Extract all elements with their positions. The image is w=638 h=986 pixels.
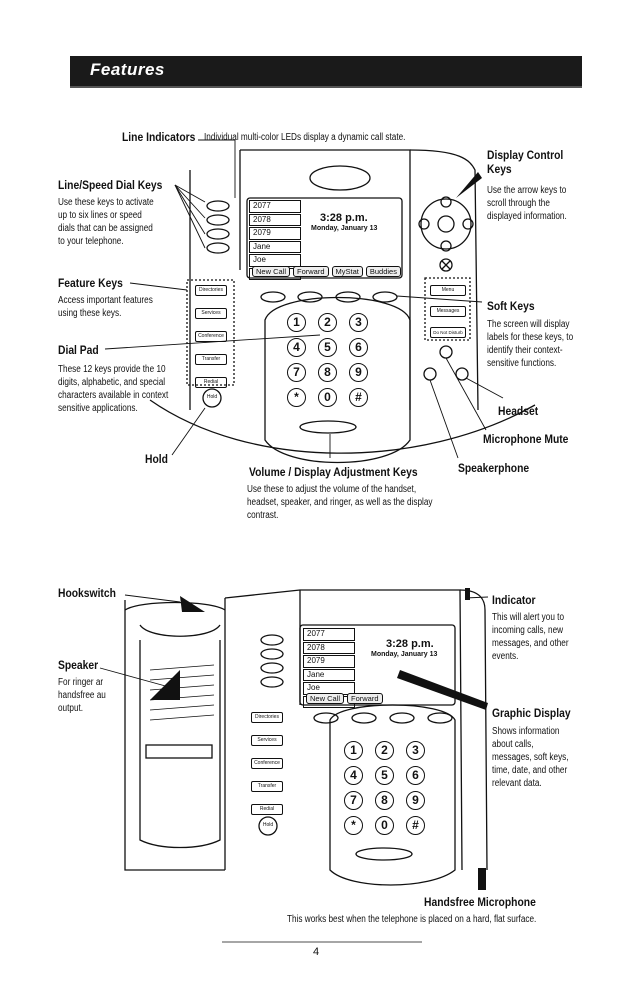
softkey-label: Forward [347,693,383,704]
dial-key: 8 [375,791,394,810]
line-entry: 2078 [303,641,355,654]
label-microphone-mute: Microphone Mute [483,432,569,446]
bottom-feature-keys: Directories Services Conference Transfer… [251,712,283,815]
label-dial-pad: Dial Pad [58,343,99,357]
dial-key: 4 [344,766,363,785]
line-entry: Joe [249,254,301,267]
label-speaker: Speaker [58,658,99,672]
label-soft-keys: Soft Keys [487,299,535,313]
dial-key: 6 [406,766,425,785]
label-hold: Hold [145,452,168,466]
feature-key: Redial [195,377,227,388]
desc-handsfree-microphone: This works best when the telephone is pl… [287,914,537,925]
dial-key: 1 [344,741,363,760]
label-display-control-keys: Display Control Keys [487,148,564,176]
screen-time-bottom: 3:28 p.m. [386,638,434,650]
dial-key: # [349,388,368,407]
dial-key: 9 [349,363,368,382]
dial-key: 8 [318,363,337,382]
label-line-indicators: Line Indicators [122,130,196,144]
hold-key-label-bottom: Hold [262,822,274,828]
messages-key: Messages [430,306,466,317]
menu-key: Menu [430,285,466,296]
section-header: Features [70,56,582,86]
desc-volume-display-keys: Use these to adjust the volume of the ha… [247,484,433,521]
dnd-key: Do Not Disturb [430,327,466,338]
feature-key: Directories [195,285,227,296]
top-feature-keys: Directories Services Conference Transfer… [195,285,227,388]
desc-display-control-keys: Use the arrow keys to scroll through the… [487,185,567,222]
label-line-speed-dial-keys: Line/Speed Dial Keys [58,178,163,192]
dial-key: 7 [287,363,306,382]
desc-speaker-line3: output. [58,703,84,714]
feature-key: Conference [251,758,283,769]
dial-key: 9 [406,791,425,810]
dial-key: 6 [349,338,368,357]
desc-soft-keys: The screen will display labels for these… [487,319,574,369]
desc-feature-keys: Access important features using these ke… [58,295,153,319]
softkey-label: New Call [306,693,345,704]
bottom-softkey-labels: New Call Forward [306,693,383,704]
page-number: 4 [313,946,320,958]
screen-date-bottom: Monday, January 13 [371,651,438,658]
top-right-keys: Menu Messages Do Not Disturb [430,285,466,338]
feature-key: Conference [195,331,227,342]
desc-line-indicators: Individual multi-color LEDs display a dy… [204,132,406,143]
label-indicator: Indicator [492,593,536,607]
desc-line-speed-dial-keys: Use these keys to activate up to six lin… [58,197,154,247]
label-handsfree-microphone: Handsfree Microphone [424,895,536,909]
bottom-dialpad: 1 2 3 4 5 6 7 8 9 * 0 # [344,741,434,835]
dial-key: 3 [406,741,425,760]
desc-speaker-line1: For ringer ar [58,677,104,688]
softkey-label: MyStat [331,266,363,277]
dial-key: 0 [375,816,394,835]
feature-key: Services [195,308,227,319]
feature-key: Redial [251,804,283,815]
feature-key: Transfer [251,781,283,792]
dial-key: * [287,388,306,407]
dial-key: # [406,816,425,835]
dial-key: 5 [375,766,394,785]
softkey-label: New Call [252,266,291,277]
screen-time: 3:28 p.m. [320,212,368,224]
line-entry: Jane [249,240,301,253]
label-volume-display-keys: Volume / Display Adjustment Keys [249,465,418,479]
desc-indicator: This will alert you to incoming calls, n… [492,612,569,662]
feature-key: Transfer [195,354,227,365]
dial-key: 4 [287,338,306,357]
dial-key: 0 [318,388,337,407]
label-hookswitch: Hookswitch [58,586,116,600]
top-dialpad: 1 2 3 4 5 6 7 8 9 * 0 # [287,313,377,407]
feature-key: Directories [251,712,283,723]
dial-key: 1 [287,313,306,332]
line-entry: Jane [303,668,355,681]
desc-speaker-line2: handsfree au [58,690,106,701]
desc-dial-pad: These 12 keys provide the 10 digits, alp… [58,364,169,414]
softkey-label: Forward [293,266,329,277]
header-underline [70,86,582,88]
dial-key: 2 [318,313,337,332]
desc-graphic-display: Shows information about calls, messages,… [492,726,569,789]
label-feature-keys: Feature Keys [58,276,123,290]
section-title: Features [90,60,165,79]
softkey-label: Buddies [365,266,401,277]
hold-key-label: Hold [206,394,218,400]
feature-key: Services [251,735,283,746]
label-headset: Headset [498,404,539,418]
line-entry: 2079 [249,227,301,240]
line-entry: 2078 [249,213,301,226]
top-softkey-labels: New Call Forward MyStat Buddies [252,266,401,277]
screen-date: Monday, January 13 [311,225,378,232]
dial-key: 2 [375,741,394,760]
line-entry: 2077 [303,628,355,641]
dial-key: * [344,816,363,835]
dial-key: 7 [344,791,363,810]
dial-key: 5 [318,338,337,357]
line-entry: 2077 [249,200,301,213]
dial-key: 3 [349,313,368,332]
label-speakerphone: Speakerphone [458,461,530,475]
line-entry: 2079 [303,655,355,668]
label-graphic-display: Graphic Display [492,706,571,720]
